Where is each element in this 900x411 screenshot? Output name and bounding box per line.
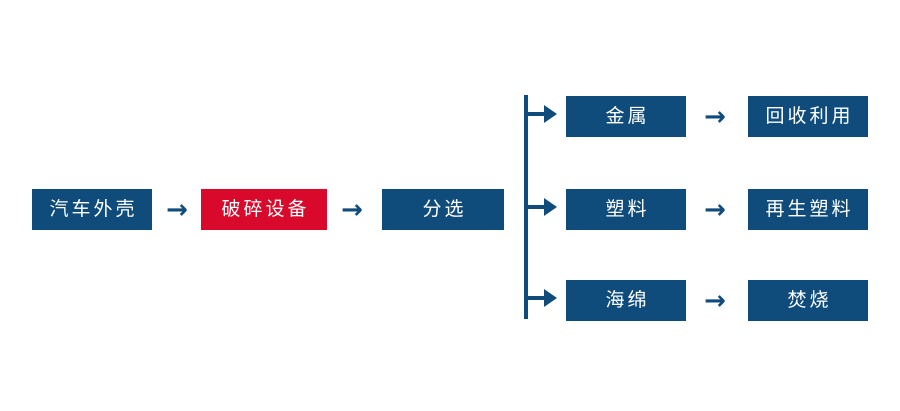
arrow-metal-to-recycle: → (698, 102, 732, 132)
node-sorting: 分选 (382, 189, 504, 230)
arrow-glyph: → (166, 195, 188, 225)
branch-arrowhead-3 (544, 289, 557, 307)
node-label: 海绵 (605, 289, 650, 311)
node-crushing-equipment: 破碎设备 (201, 189, 327, 230)
node-label: 再生塑料 (765, 198, 854, 220)
node-destination-recycle: 回收利用 (748, 96, 868, 137)
node-label: 焚烧 (787, 289, 832, 311)
arrow-crusher-to-sorting: → (335, 195, 369, 225)
branch-stub-3 (524, 296, 548, 300)
node-label: 分选 (422, 198, 467, 220)
branch-arrowhead-1 (544, 105, 557, 123)
branch-stub-1 (524, 112, 548, 116)
node-material-plastic: 塑料 (566, 189, 686, 230)
arrow-glyph: → (341, 195, 363, 225)
arrow-glyph: → (704, 286, 726, 316)
arrow-plastic-to-regenerated: → (698, 195, 732, 225)
branch-arrowhead-2 (544, 198, 557, 216)
node-label: 塑料 (605, 198, 650, 220)
node-material-metal: 金属 (566, 96, 686, 137)
branch-stub-2 (524, 205, 548, 209)
node-label: 汽车外壳 (49, 198, 138, 220)
arrow-shell-to-crusher: → (160, 195, 194, 225)
node-destination-regenerated-plastic: 再生塑料 (748, 189, 868, 230)
node-vehicle-shell: 汽车外壳 (32, 189, 152, 230)
arrow-glyph: → (704, 102, 726, 132)
node-label: 回收利用 (765, 105, 854, 127)
node-material-sponge: 海绵 (566, 280, 686, 321)
arrow-glyph: → (704, 195, 726, 225)
node-label: 金属 (605, 105, 650, 127)
node-destination-incineration: 焚烧 (748, 280, 868, 321)
arrow-sponge-to-incineration: → (698, 286, 732, 316)
node-label: 破碎设备 (221, 198, 310, 220)
